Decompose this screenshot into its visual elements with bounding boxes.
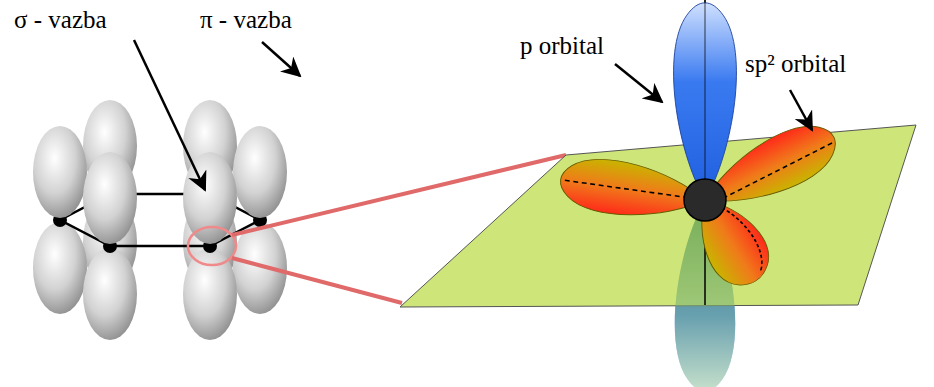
zoom-circle bbox=[188, 227, 236, 265]
carbon-atom bbox=[684, 179, 726, 221]
sp2-plane bbox=[400, 125, 916, 307]
p-lobe bbox=[33, 126, 87, 218]
p-lobe bbox=[83, 152, 137, 244]
axis-line bbox=[704, 0, 705, 185]
leader-arrow bbox=[790, 90, 812, 130]
zoom-line bbox=[232, 258, 402, 303]
p-orbital-label: p orbital bbox=[520, 32, 604, 60]
p-lobes-upper bbox=[33, 100, 287, 244]
p-lobe bbox=[233, 126, 287, 218]
pi-bond-label: π - vazba bbox=[200, 6, 292, 34]
leader-arrow bbox=[134, 40, 205, 190]
p-lobe bbox=[83, 248, 137, 340]
sp2-orbital-label: sp² orbital bbox=[745, 50, 846, 78]
p-lobes-lower bbox=[33, 196, 287, 340]
p-lobe bbox=[183, 152, 237, 244]
sigma-bond-label: σ - vazba bbox=[14, 6, 107, 34]
p-lobe bbox=[183, 248, 237, 340]
p-lobe bbox=[33, 222, 87, 314]
leader-arrow bbox=[615, 64, 662, 102]
p-lobe bbox=[233, 222, 287, 314]
leader-arrow bbox=[262, 42, 300, 76]
